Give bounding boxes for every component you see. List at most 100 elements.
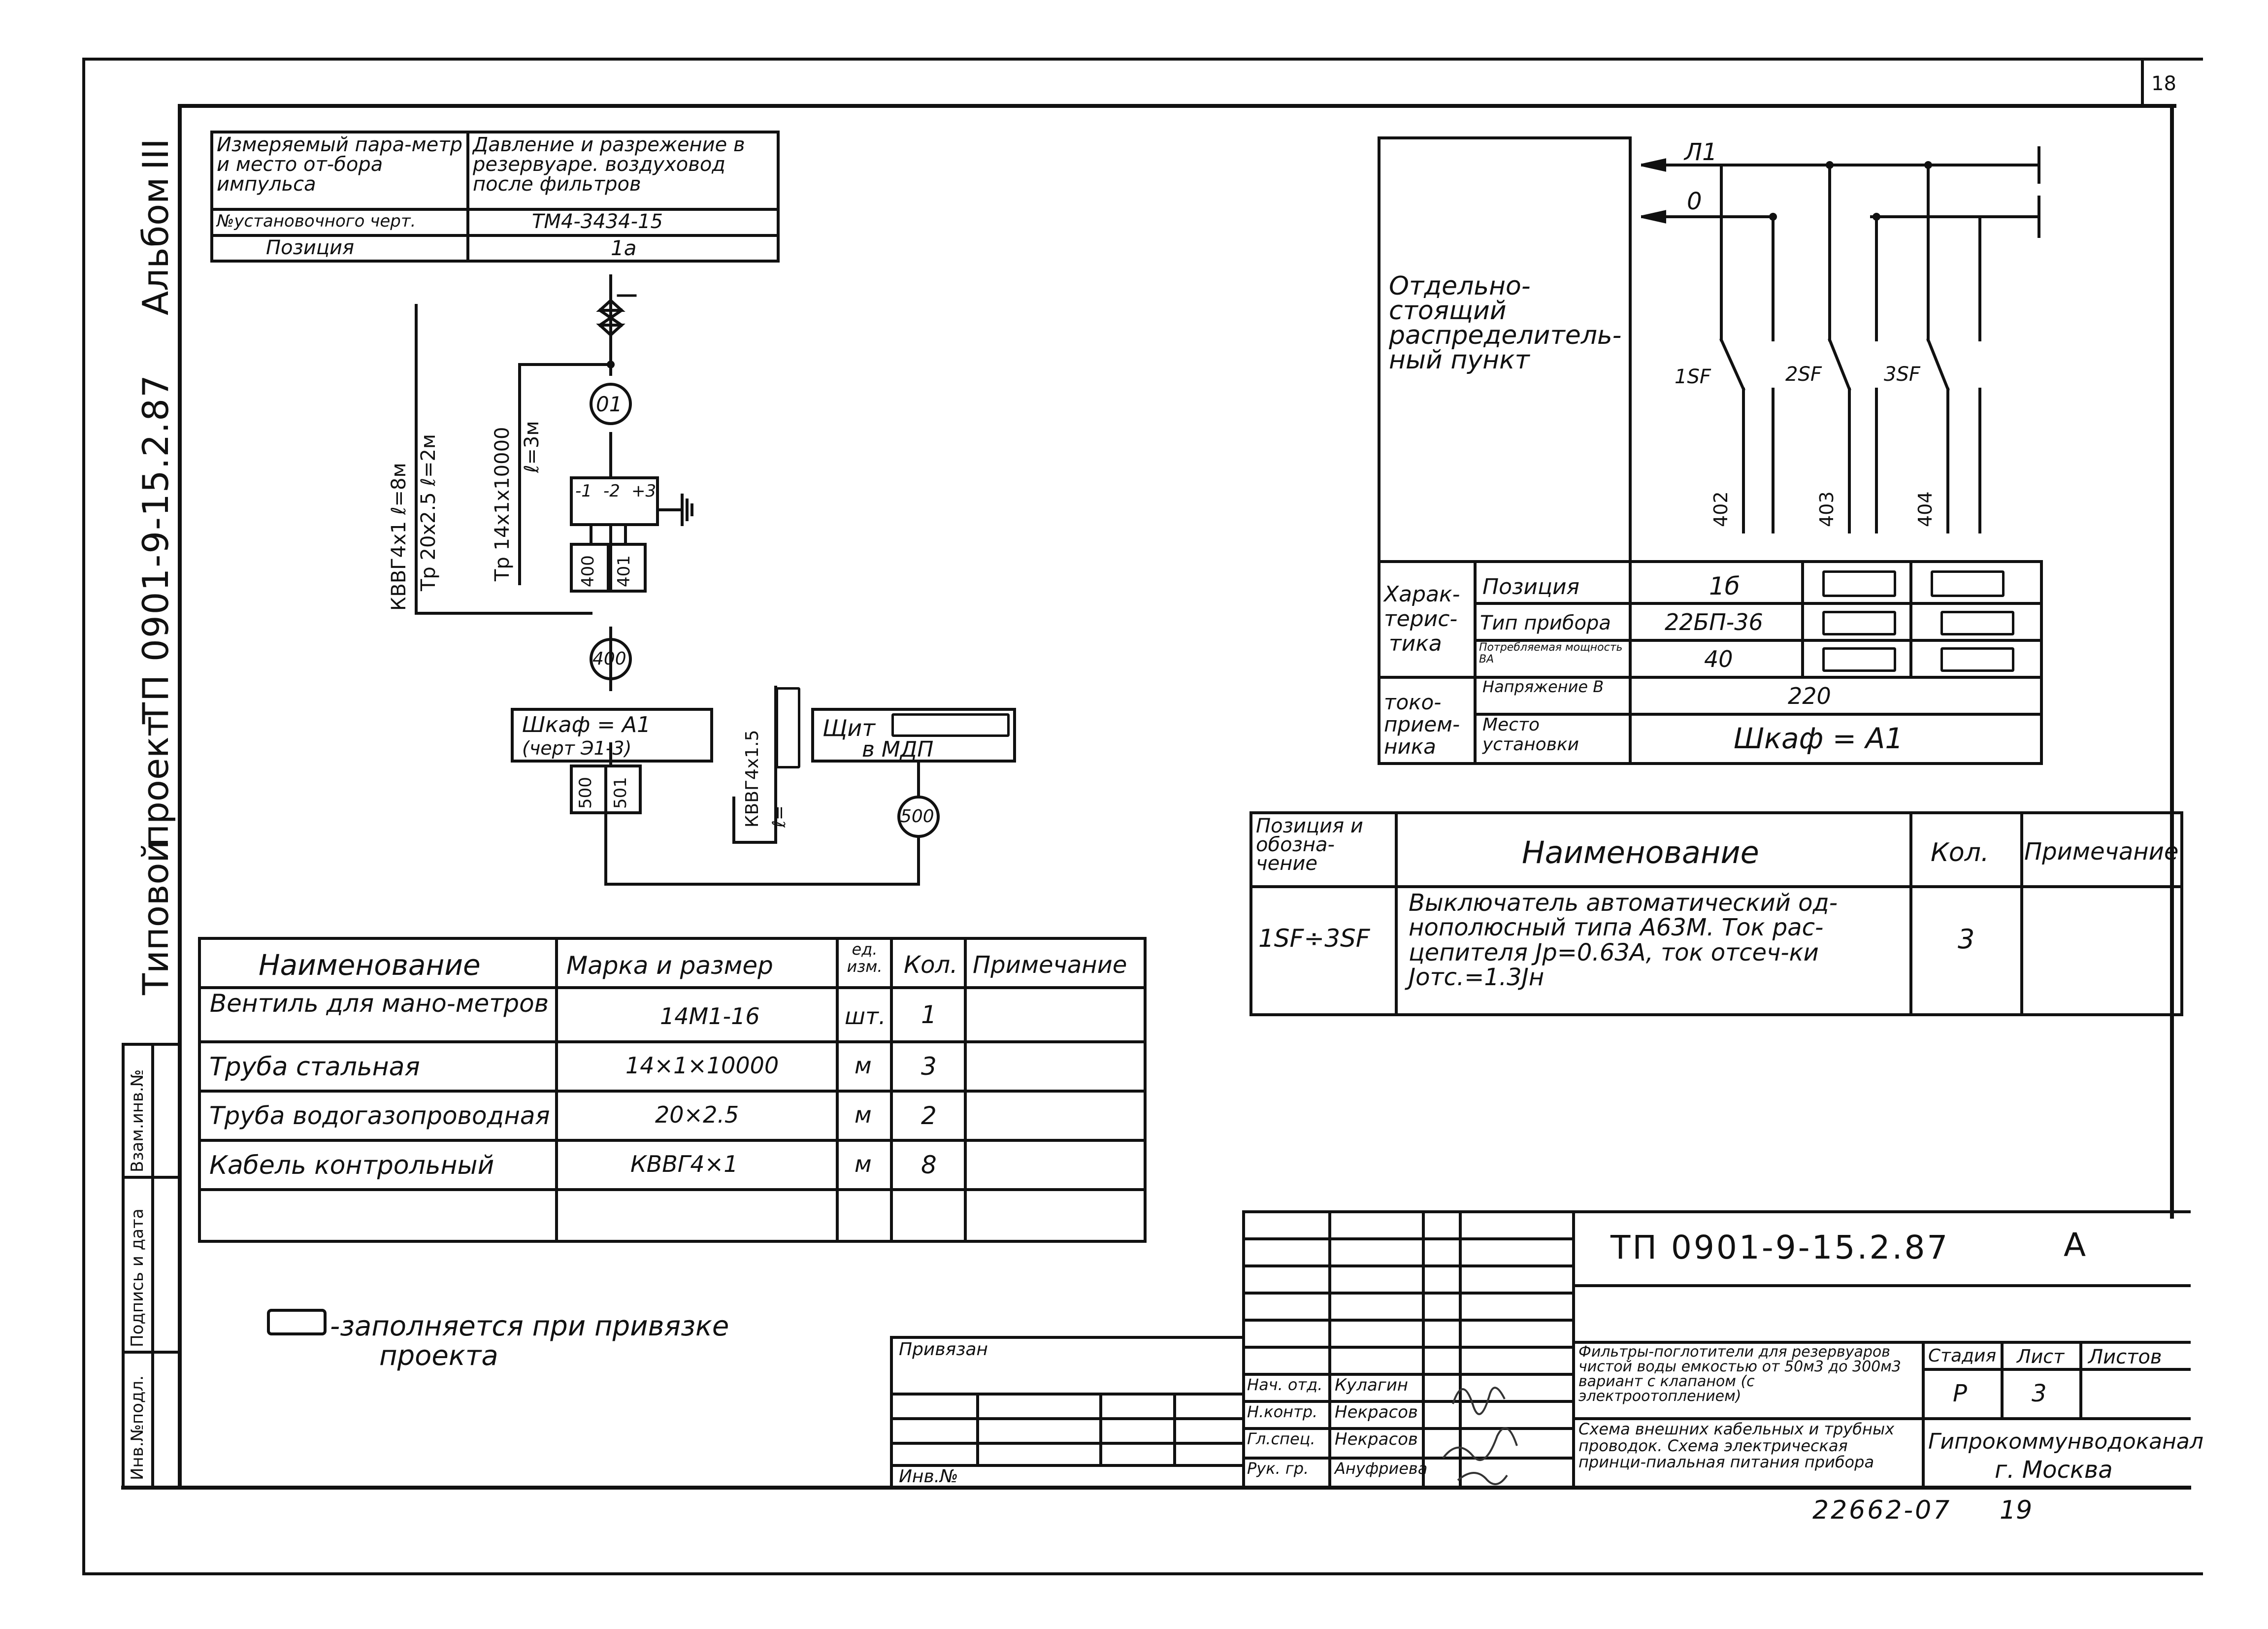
name-chief: Некрасов	[1335, 1430, 1418, 1449]
pipe-2-spec: Тр 14х1х10000	[491, 427, 514, 581]
materials-row-1-name: Вентиль для мано-метров	[209, 989, 549, 1018]
fill-in-box	[1940, 611, 2014, 635]
materials-row-3-name: Труба водогазопроводная	[209, 1101, 550, 1130]
position-01: 01	[596, 392, 623, 416]
fill-in-box	[1822, 647, 1896, 672]
panel-label: Щит	[822, 715, 876, 741]
materials-row-1-unit: шт.	[845, 1003, 886, 1030]
materials-row-1-qty: 1	[921, 1000, 937, 1029]
materials-row-2-mark: 14×1×10000	[625, 1052, 779, 1079]
materials-row-4-qty: 8	[921, 1151, 937, 1179]
fill-in-box	[1822, 611, 1896, 635]
role-control: Н.контр.	[1247, 1402, 1318, 1421]
title-letter: А	[2064, 1226, 2086, 1264]
wire-400: 400	[578, 555, 598, 587]
side-label-replace: Взам.инв.№	[128, 1069, 147, 1172]
line-404: 404	[1914, 491, 1936, 527]
cable-2-length: ℓ=	[769, 805, 789, 828]
note-text: -заполняется при привязке	[330, 1310, 729, 1342]
side-label-inv: Инв.№подл.	[128, 1375, 147, 1480]
char-row-type-value: 22БП-36	[1665, 609, 1763, 635]
name-head: Кулагин	[1335, 1375, 1409, 1395]
name-group: Ануфриева	[1335, 1459, 1428, 1478]
spec-header-note: Примечание	[2024, 838, 2179, 865]
role-group: Рук. гр.	[1247, 1459, 1309, 1478]
spec-row-position: 1SF÷3SF	[1258, 924, 1370, 953]
distribution-title-2: стоящий	[1389, 296, 1507, 326]
terminal-1: -1	[575, 481, 592, 501]
bus-l1-label: Л1	[1684, 138, 1717, 166]
panel-location: в МДП	[862, 737, 934, 762]
album-number: III	[135, 138, 176, 170]
consumer-label-1: токо-	[1384, 690, 1442, 714]
sheet-value: 3	[2032, 1380, 2047, 1407]
materials-header-unit: ед. изм.	[847, 940, 883, 976]
pipe-2-length: ℓ=3м	[521, 421, 543, 473]
char-row-voltage-label: Напряжение В	[1482, 677, 1604, 696]
materials-row-3-unit: м	[855, 1101, 872, 1128]
materials-row-4-unit: м	[855, 1151, 872, 1177]
position-500: 500	[900, 806, 934, 827]
title-code: ТП 0901-9-15.2.87	[1611, 1229, 1950, 1266]
spec-header-qty: Кол.	[1931, 838, 1989, 867]
note-text-2: проекта	[379, 1340, 498, 1372]
role-head: Нач. отд.	[1247, 1375, 1323, 1394]
fill-in-box	[1931, 570, 2005, 597]
impulse-drawing-value: ТМ4-3434-15	[532, 210, 663, 233]
impulse-position-value: 1а	[611, 236, 637, 260]
line-403: 403	[1816, 491, 1838, 527]
char-row-power-label: Потребляемая мощность ВА	[1479, 641, 1623, 666]
fill-in-box	[891, 713, 1010, 737]
materials-header-note: Примечание	[973, 951, 1127, 979]
stage-value: Р	[1953, 1380, 1967, 1407]
role-chief: Гл.спец.	[1247, 1430, 1315, 1448]
impulse-param-label: Измеряемый пара-метр и место от-бора имп…	[217, 133, 462, 196]
materials-row-4-name: Кабель контрольный	[209, 1151, 494, 1180]
char-row-power-value: 40	[1704, 646, 1733, 672]
materials-row-2-qty: 3	[921, 1052, 937, 1081]
cabinet-label: Шкаф = А1	[522, 712, 651, 737]
project-prefix: Типовой	[135, 839, 176, 995]
char-row-position-label: Позиция	[1482, 574, 1580, 599]
signature-marks	[1442, 1387, 1518, 1485]
char-row-voltage-value: 220	[1788, 683, 1831, 709]
wire-500: 500	[576, 777, 595, 809]
breaker-1sf: 1SF	[1675, 366, 1711, 388]
char-row-location-value: Шкаф = А1	[1734, 722, 1904, 755]
fill-in-box	[1940, 647, 2014, 672]
breaker-2sf: 2SF	[1785, 363, 1822, 386]
project-word: проект	[135, 716, 176, 847]
materials-row-3-qty: 2	[921, 1101, 937, 1130]
char-row-location-label: Место установки	[1482, 715, 1579, 755]
cable-1-spec: КВВГ4х1 ℓ=8м	[388, 463, 410, 611]
characteristic-label-3: тика	[1389, 631, 1442, 656]
cable-2-spec: КВВГ4х1.5	[742, 730, 762, 828]
terminal-2: -2	[603, 481, 620, 501]
wire-501: 501	[611, 777, 630, 809]
wire-401: 401	[614, 555, 634, 587]
side-label-signature: Подпись и дата	[128, 1208, 147, 1347]
bound-label: Привязан	[899, 1339, 988, 1360]
impulse-position-label: Позиция	[266, 236, 355, 259]
spec-header-name: Наименование	[1522, 834, 1759, 870]
fill-in-box	[1822, 570, 1896, 597]
materials-header-qty: Кол.	[904, 951, 958, 979]
pipe-1-spec: Тр 20х2.5 ℓ=2м	[417, 433, 440, 591]
breaker-3sf: 3SF	[1884, 363, 1920, 386]
materials-row-3-mark: 20×2.5	[655, 1101, 739, 1128]
bus-0-label: 0	[1687, 188, 1702, 215]
cabinet-drawing: (черт Э1-3)	[522, 737, 632, 759]
spec-row-name: Выключатель автоматический од-нополюсный…	[1409, 889, 1838, 992]
impulse-param-value: Давление и разрежение в резервуаре. возд…	[473, 133, 745, 196]
consumer-label-3: ника	[1384, 734, 1436, 759]
materials-row-2-unit: м	[855, 1052, 872, 1079]
name-control: Некрасов	[1335, 1402, 1418, 1422]
sheet-title: Схема внешних кабельных и трубных провод…	[1578, 1420, 1895, 1472]
object-title: Фильтры-поглотители для резервуаров чист…	[1578, 1343, 1901, 1405]
page-number: 18	[2151, 72, 2176, 95]
sheets-label: Листов	[2088, 1346, 2162, 1368]
line-402: 402	[1710, 491, 1732, 527]
distribution-title-1: Отдельно-	[1389, 271, 1531, 301]
consumer-label-2: прием-	[1384, 712, 1460, 736]
